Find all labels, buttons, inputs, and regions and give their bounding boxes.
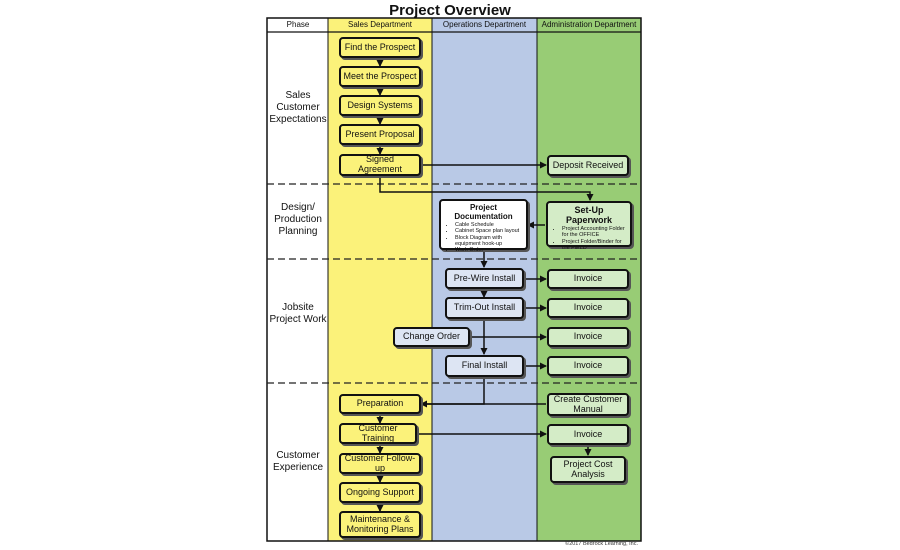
step-maintenance-monitoring-plans: Maintenance & Monitoring Plans	[339, 511, 421, 538]
step-preparation: Preparation	[339, 394, 421, 414]
step-signed-agreement: Signed Agreement	[339, 154, 421, 176]
step-pre-wire-install: Pre-Wire Install	[445, 268, 524, 289]
list-item: Cable Schedule	[455, 222, 522, 228]
header-operations-department: Operations Department	[442, 20, 527, 29]
list-item: Project Folder/Binder for the FIELD	[562, 239, 626, 252]
project-documentation-title: Project Documentation	[454, 203, 513, 221]
step-meet-the-prospect: Meet the Prospect	[339, 66, 421, 87]
list-item: Cabinet Space plan layout	[455, 228, 522, 234]
step-design-systems: Design Systems	[339, 95, 421, 116]
step-deposit-received: Deposit Received	[547, 155, 629, 176]
step-invoice: Invoice	[547, 424, 629, 445]
step-set-up-paperwork: Set-Up Paperwork Project Accounting Fold…	[546, 201, 632, 251]
step-customer-follow-up: Customer Follow-up	[339, 453, 421, 474]
phase-sales-customer-expectations: Sales Customer Expectations	[269, 90, 327, 125]
header-admin-department: Administration Department	[541, 20, 637, 29]
phase-design-production-planning: Design/ Production Planning	[274, 202, 322, 237]
step-present-proposal: Present Proposal	[339, 124, 421, 145]
step-project-cost-analysis: Project Cost Analysis	[550, 456, 626, 483]
step-find-the-prospect: Find the Prospect	[339, 37, 421, 58]
step-create-customer-manual: Create Customer Manual	[547, 393, 629, 416]
copyright-notice: ©2017 Bedrock Learning, Inc.	[565, 541, 638, 547]
header-phase: Phase	[286, 20, 310, 29]
step-change-order: Change Order	[393, 327, 470, 347]
step-ongoing-support: Ongoing Support	[339, 482, 421, 503]
phase-jobsite-project-work: Jobsite Project Work	[269, 302, 327, 325]
step-invoice: Invoice	[547, 298, 629, 318]
step-invoice: Invoice	[547, 327, 629, 347]
step-invoice: Invoice	[547, 356, 629, 376]
step-trim-out-install: Trim-Out Install	[445, 297, 524, 319]
step-final-install: Final Install	[445, 355, 524, 377]
header-sales-department: Sales Department	[347, 20, 413, 29]
list-item: Block Diagram with equipment hook-up	[455, 235, 522, 248]
set-up-paperwork-title: Set-Up Paperwork	[565, 205, 613, 225]
set-up-paperwork-list: Project Accounting Folder for the OFFICE…	[552, 226, 626, 251]
diagram-title: Project Overview	[389, 2, 511, 19]
project-documentation-list: Cable Schedule Cabinet Space plan layout…	[445, 222, 522, 254]
list-item: Work Order	[455, 247, 522, 253]
step-customer-training: Customer Training	[339, 423, 417, 444]
phase-customer-experience: Customer Experience	[272, 450, 324, 473]
step-project-documentation: Project Documentation Cable Schedule Cab…	[439, 199, 528, 253]
list-item: Project Accounting Folder for the OFFICE	[562, 226, 626, 239]
arrow	[379, 176, 594, 201]
step-invoice: Invoice	[547, 269, 629, 289]
